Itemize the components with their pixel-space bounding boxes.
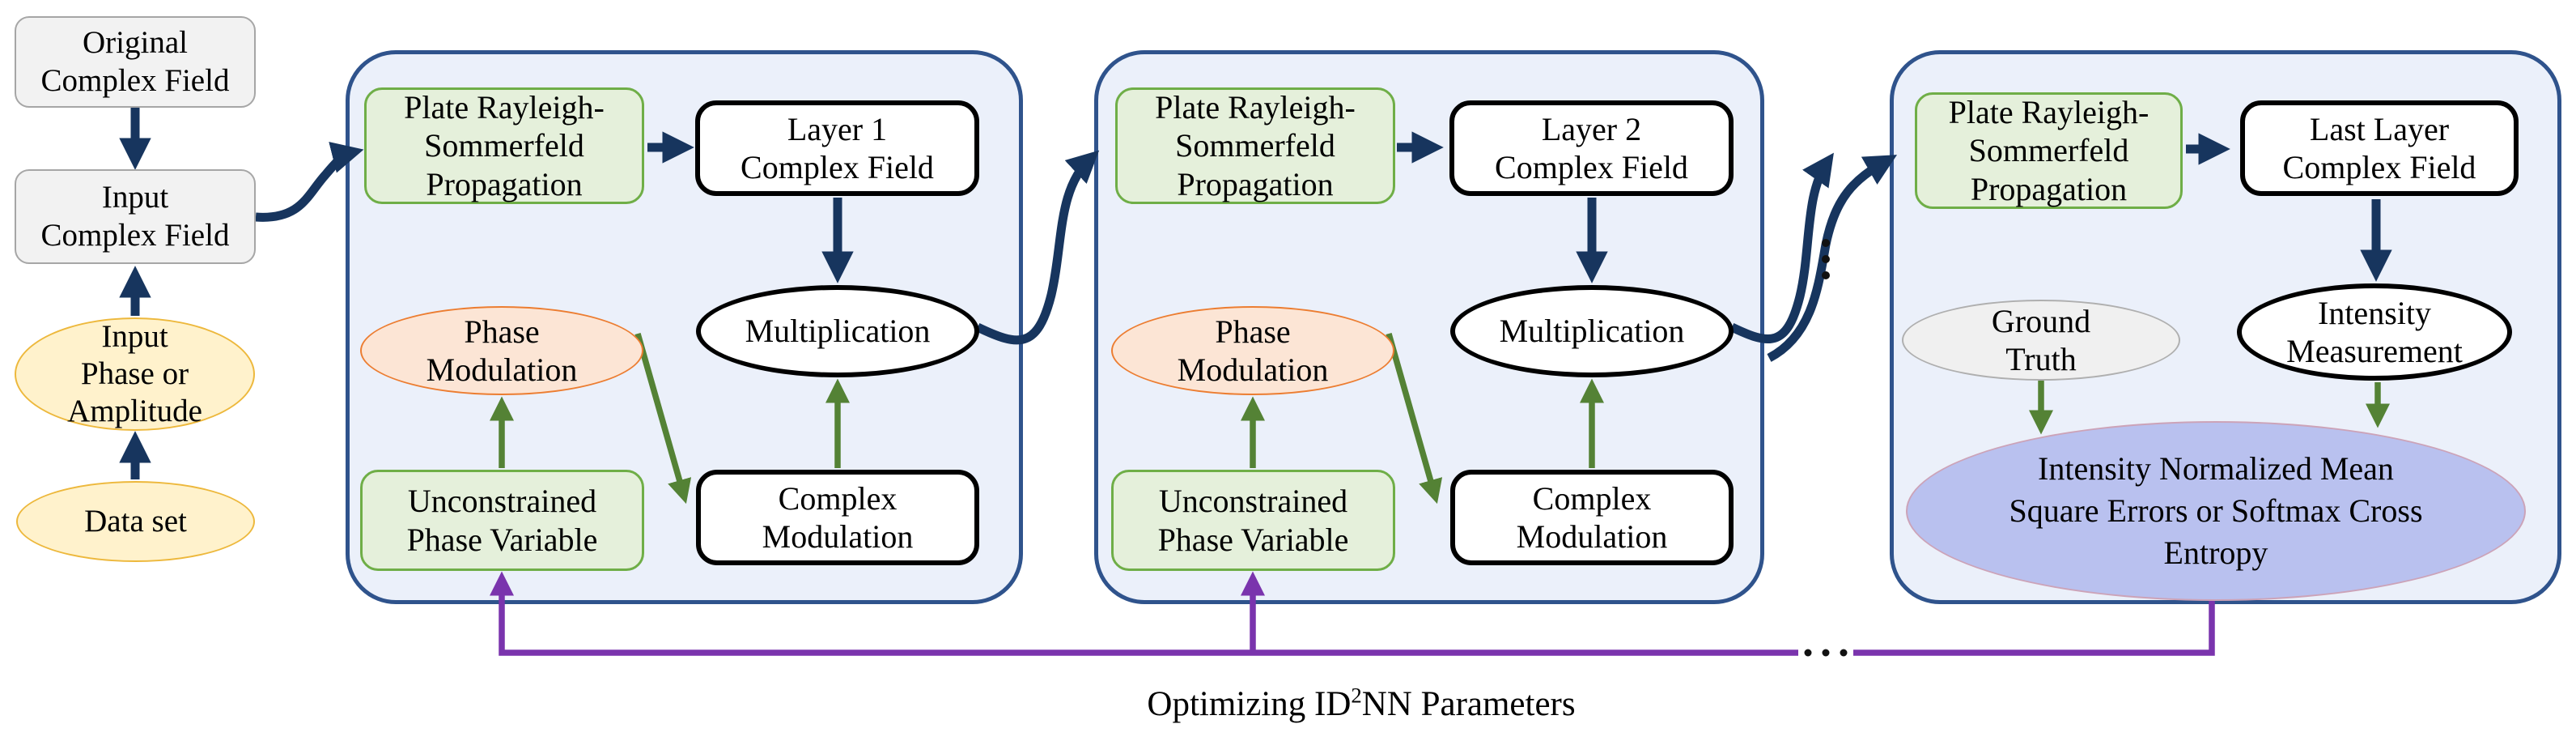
phase-modulation-label-2: Phase Modulation [1177, 313, 1329, 388]
loss-node: Intensity Normalized Mean Square Errors … [1906, 421, 2526, 601]
propagation-node-2: Plate Rayleigh- Sommerfeld Propagation [1115, 87, 1395, 204]
horizontal-ellipsis-dots [1804, 649, 1848, 657]
multiplication-node-1: Multiplication [696, 285, 979, 377]
complex-modulation-node-2: Complex Modulation [1450, 470, 1734, 565]
propagation-node-3: Plate Rayleigh- Sommerfeld Propagation [1915, 92, 2183, 209]
input-phase-amplitude-label: Input Phase or Amplitude [67, 318, 202, 429]
complex-modulation-label-1: Complex Modulation [762, 479, 914, 555]
unconstrained-phase-label-1: Unconstrained Phase Variable [406, 483, 598, 558]
loss-label: Intensity Normalized Mean Square Errors … [2009, 450, 2423, 571]
propagation-node-1: Plate Rayleigh- Sommerfeld Propagation [364, 87, 644, 204]
propagation-label-2: Plate Rayleigh- Sommerfeld Propagation [1155, 89, 1356, 202]
arrow-input-to-propagation-1 [255, 142, 364, 222]
complex-field-node-2: Layer 2 Complex Field [1449, 100, 1734, 196]
unconstrained-phase-label-2: Unconstrained Phase Variable [1157, 483, 1349, 558]
phase-modulation-node-1: Phase Modulation [360, 306, 643, 395]
input-complex-field-node: Input Complex Field [15, 169, 256, 264]
multiplication-label-1: Multiplication [745, 313, 931, 350]
complex-modulation-node-1: Complex Modulation [696, 470, 979, 565]
input-complex-field-label: Input Complex Field [40, 180, 230, 253]
phase-modulation-label-1: Phase Modulation [426, 313, 578, 388]
unconstrained-phase-node-2: Unconstrained Phase Variable [1111, 470, 1395, 571]
complex-field-label-1: Layer 1 Complex Field [741, 110, 934, 185]
intensity-measurement-label: Intensity Measurement [2286, 294, 2463, 369]
caption-superscript: 2 [1351, 683, 1362, 708]
phase-modulation-node-2: Phase Modulation [1111, 306, 1394, 395]
intensity-measurement-node: Intensity Measurement [2237, 283, 2512, 381]
multiplication-node-2: Multiplication [1450, 285, 1734, 377]
multiplication-label-2: Multiplication [1499, 313, 1685, 350]
diagram-caption: Optimizing ID2NN Parameters [1135, 684, 1588, 724]
propagation-label-1: Plate Rayleigh- Sommerfeld Propagation [404, 89, 605, 202]
ground-truth-node: Ground Truth [1902, 300, 2180, 381]
complex-field-node-1: Layer 1 Complex Field [695, 100, 979, 196]
original-complex-field-label: Original Complex Field [40, 25, 230, 98]
dataset-label: Data set [84, 503, 187, 539]
arrow-into-propagation-3 [1767, 155, 1898, 362]
ground-truth-label: Ground Truth [1991, 302, 2091, 377]
complex-field-label-2: Layer 2 Complex Field [1495, 110, 1688, 185]
caption-text-before-sup: Optimizing ID [1147, 685, 1352, 723]
unconstrained-phase-node-1: Unconstrained Phase Variable [360, 470, 644, 571]
last-layer-complex-field-label: Last Layer Complex Field [2282, 110, 2476, 185]
vertical-ellipsis-dots [1822, 239, 1830, 279]
caption-text-after-sup: NN Parameters [1361, 685, 1576, 723]
complex-modulation-label-2: Complex Modulation [1516, 479, 1668, 555]
propagation-label-3: Plate Rayleigh- Sommerfeld Propagation [1948, 94, 2149, 207]
feedback-loss-down-and-left [1853, 599, 2215, 656]
last-layer-complex-field-node: Last Layer Complex Field [2240, 100, 2519, 196]
input-phase-amplitude-node: Input Phase or Amplitude [15, 317, 255, 431]
original-complex-field-node: Original Complex Field [15, 16, 256, 108]
dataset-node: Data set [16, 481, 255, 562]
